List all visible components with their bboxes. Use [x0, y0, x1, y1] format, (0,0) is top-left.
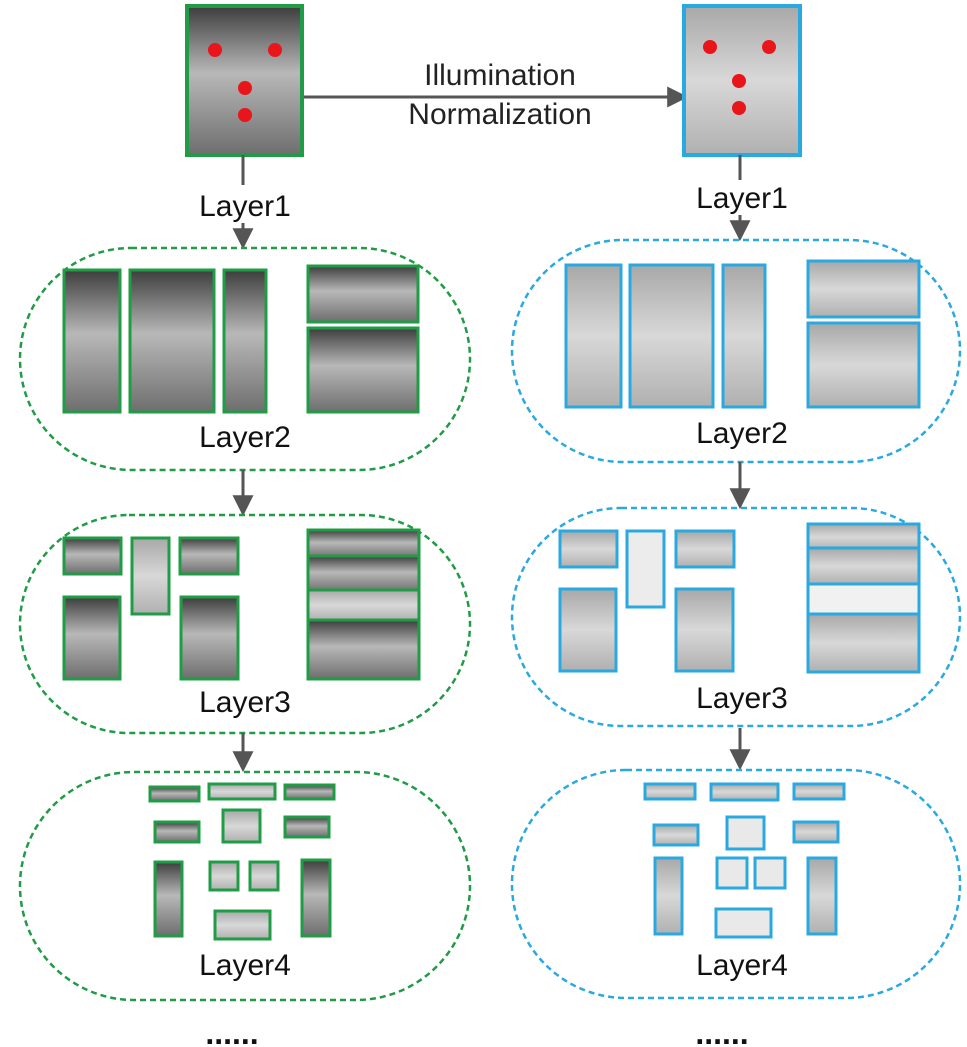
face-photo-icon	[213, 909, 272, 941]
face-photo-icon	[300, 858, 332, 938]
column-normalized: Layer1 Layer2 Layer3	[510, 4, 962, 1047]
face-photo-icon	[652, 823, 700, 847]
face-photo-icon	[128, 268, 216, 414]
face-photo-icon	[625, 529, 666, 609]
face-photo-icon	[153, 820, 201, 844]
layer-label: Layer3	[199, 686, 291, 719]
transition-label-line2: Normalization	[408, 98, 591, 131]
layer2-patches	[564, 259, 921, 409]
facial-landmark-dot-icon	[208, 43, 222, 57]
face-photo-icon	[306, 528, 421, 560]
face-photo-icon	[806, 612, 921, 674]
layer-label: Layer2	[199, 421, 291, 454]
layer4-patches	[148, 782, 336, 941]
face-photo-icon	[806, 522, 921, 552]
face-photo-icon	[62, 268, 122, 414]
facial-landmark-dot-icon	[732, 101, 746, 115]
layer2-group-outline	[18, 246, 472, 472]
face-photo-icon	[674, 529, 736, 569]
facial-landmark-dot-icon	[238, 108, 252, 122]
column-original: Layer1 Layer2 Layer3	[18, 4, 472, 1047]
face-photo-icon	[306, 588, 421, 622]
face-photo-icon	[792, 782, 846, 801]
layer3-group-outline	[18, 513, 472, 735]
facial-landmark-dot-icon	[703, 40, 717, 54]
layer4-group-outline	[510, 768, 962, 1000]
layer2-patches	[62, 264, 420, 414]
layer-label: Layer1	[696, 182, 788, 215]
face-photo-icon	[283, 815, 331, 839]
face-photo-icon	[628, 263, 715, 409]
layer3-group-outline	[510, 506, 962, 728]
face-photo-icon	[806, 259, 921, 319]
face-photo-icon	[806, 546, 921, 586]
transition-label-line1: Illumination	[424, 59, 576, 92]
face-photo-icon	[207, 782, 277, 801]
face-photo-icon	[178, 536, 240, 576]
face-photo-icon	[564, 263, 623, 409]
face-photo-icon	[283, 783, 336, 801]
layer-label: Layer4	[696, 949, 788, 982]
face-photo-icon	[558, 587, 618, 673]
face-photo-icon	[306, 264, 420, 324]
face-photo-icon	[792, 820, 840, 844]
face-photo-icon	[715, 856, 749, 890]
face-photo-icon	[674, 587, 735, 673]
face-photo-icon	[153, 860, 184, 938]
face-photo-icon	[306, 554, 421, 594]
face-photo-icon	[185, 4, 304, 157]
face-photo-icon	[709, 782, 780, 802]
face-photo-icon	[806, 321, 921, 409]
layer1-face-original	[185, 4, 304, 157]
face-photo-icon	[62, 536, 123, 576]
face-photo-icon	[721, 263, 767, 409]
face-photo-icon	[179, 595, 240, 681]
continuation-dots: ......	[695, 1015, 748, 1047]
layer-label: Layer4	[199, 949, 291, 982]
facial-landmark-dot-icon	[268, 43, 282, 57]
face-photo-icon	[725, 815, 766, 851]
layer3-patches	[558, 522, 921, 674]
face-photo-icon	[248, 860, 280, 892]
face-photo-icon	[62, 595, 122, 681]
layer-label: Layer3	[696, 682, 788, 715]
face-photo-icon	[643, 782, 697, 801]
facial-landmark-dot-icon	[238, 81, 252, 95]
layer3-patches	[62, 528, 421, 681]
face-photo-icon	[806, 856, 838, 936]
layer-label: Layer1	[199, 190, 291, 223]
facial-landmark-dot-icon	[762, 40, 776, 54]
face-photo-icon	[806, 582, 921, 616]
face-photo-icon	[148, 785, 201, 803]
face-photo-icon	[222, 268, 268, 414]
face-photo-icon	[653, 856, 684, 936]
facial-landmark-dot-icon	[732, 74, 746, 88]
face-photo-icon	[208, 860, 240, 892]
face-photo-icon	[714, 907, 773, 939]
face-photo-icon	[753, 856, 787, 890]
face-photo-icon	[221, 808, 262, 844]
layer-label: Layer2	[696, 417, 788, 450]
face-photo-icon	[306, 618, 421, 681]
face-photo-icon	[306, 326, 420, 414]
face-photo-icon	[558, 529, 619, 569]
layer1-face-normalized	[682, 4, 802, 157]
continuation-dots: ......	[205, 1015, 258, 1047]
face-photo-icon	[130, 536, 171, 616]
layer4-patches	[643, 782, 846, 939]
layer2-group-outline	[510, 238, 962, 464]
layer4-group-outline	[18, 770, 472, 1002]
